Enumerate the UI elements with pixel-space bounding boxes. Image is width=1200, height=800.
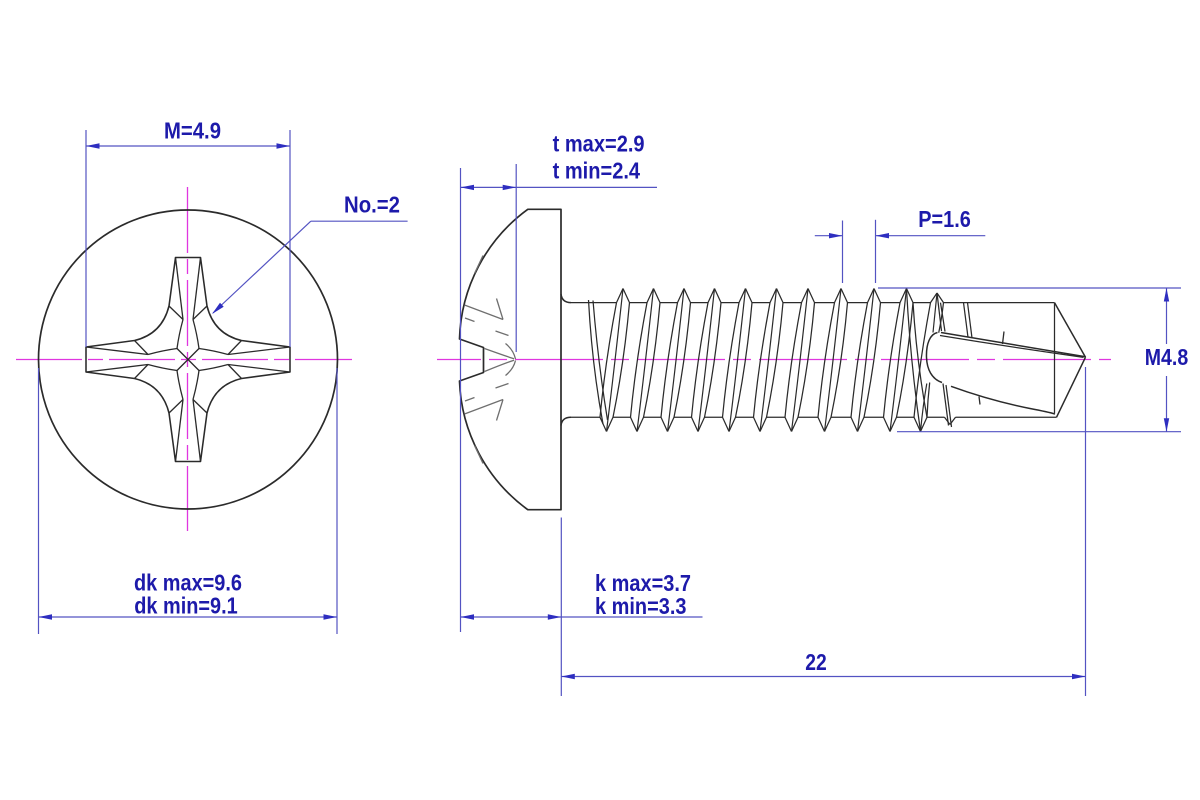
svg-text:M4.8: M4.8 — [1145, 344, 1189, 370]
svg-text:t min=2.4: t min=2.4 — [553, 158, 641, 184]
svg-text:22: 22 — [805, 649, 827, 675]
svg-text:t max=2.9: t max=2.9 — [553, 130, 645, 156]
svg-text:dk max=9.6: dk max=9.6 — [134, 570, 242, 596]
svg-text:k max=3.7: k max=3.7 — [595, 570, 691, 596]
svg-text:M=4.9: M=4.9 — [164, 118, 221, 144]
svg-text:k min=3.3: k min=3.3 — [595, 593, 687, 619]
svg-text:No.=2: No.=2 — [344, 192, 400, 218]
svg-text:dk min=9.1: dk min=9.1 — [134, 593, 238, 619]
svg-text:P=1.6: P=1.6 — [918, 206, 971, 232]
